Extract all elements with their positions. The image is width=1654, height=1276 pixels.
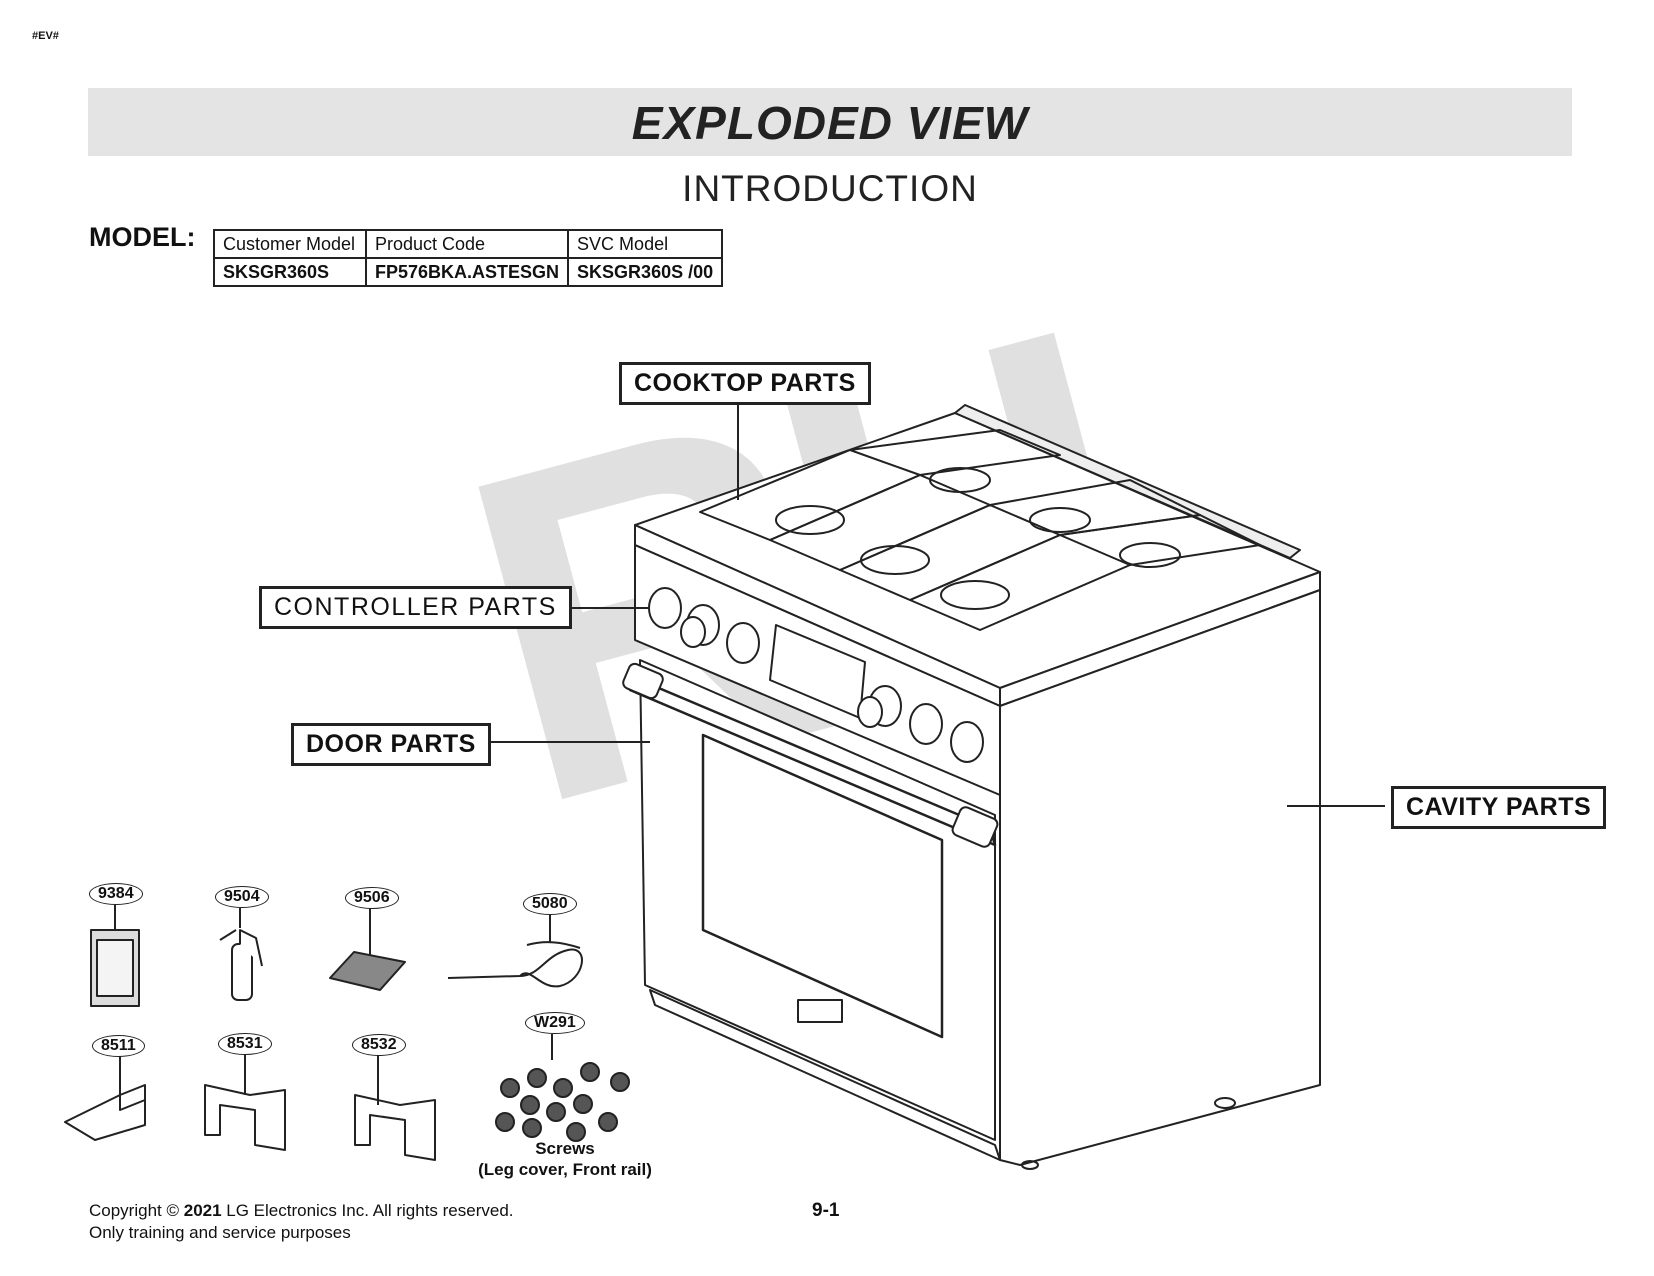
range-body [622, 404, 1321, 1170]
model-customer-value: SKSGR360S [213, 257, 367, 287]
part-5080-probe [447, 915, 583, 988]
part-8532-cover [354, 1055, 436, 1161]
part-number-8531[interactable]: 8531 [218, 1033, 272, 1055]
part-number-8511[interactable]: 8511 [92, 1035, 145, 1057]
model-label: MODEL: [89, 222, 196, 252]
part-9384-packet [90, 905, 140, 1007]
page-subtitle: INTRODUCTION [682, 168, 978, 209]
cavity-parts-label[interactable]: CAVITY PARTS [1391, 786, 1607, 829]
part-number-5080[interactable]: 5080 [523, 893, 577, 915]
screws-caption-detail: (Leg cover, Front rail) [478, 1160, 652, 1179]
usage-notice: Only training and service purposes [89, 1223, 351, 1242]
header-banner [88, 88, 1572, 156]
part-w291-screws [495, 1034, 630, 1142]
door-parts-label[interactable]: DOOR PARTS [291, 723, 491, 766]
controller-parts-label[interactable]: CONTROLLER PARTS [259, 586, 572, 629]
copyright-year: 2021 [183, 1201, 222, 1220]
part-number-9384[interactable]: 9384 [89, 883, 143, 905]
part-9504-sprayer [219, 908, 263, 1001]
model-col-product: Product Code [364, 229, 570, 259]
model-table-header-row: Customer Model Product Code SVC Model [213, 229, 724, 259]
model-product-value: FP576BKA.ASTESGN [364, 257, 570, 287]
model-col-customer: Customer Model [213, 229, 367, 259]
page-title: EXPLODED VIEW [631, 97, 1029, 149]
screws-caption: Screws (Leg cover, Front rail) [470, 1138, 660, 1180]
model-col-svc: SVC Model [567, 229, 724, 259]
cooktop-parts-label[interactable]: COOKTOP PARTS [619, 362, 871, 405]
copyright-prefix: Copyright © [89, 1201, 184, 1220]
model-table: Customer Model Product Code SVC Model SK… [213, 229, 724, 287]
copyright-notice: Copyright © 2021 LG Electronics Inc. All… [89, 1200, 514, 1244]
part-number-w291[interactable]: W291 [525, 1012, 585, 1034]
model-table-value-row: SKSGR360S FP576BKA.ASTESGN SKSGR360S /00 [213, 257, 724, 287]
page-number: 9-1 [812, 1200, 840, 1221]
part-8511-bracket [64, 1055, 146, 1141]
control-knobs [648, 587, 984, 763]
part-number-9504[interactable]: 9504 [215, 886, 269, 908]
model-svc-value: SKSGR360S /00 [567, 257, 724, 287]
cooktop-grates [699, 429, 1261, 631]
screws-caption-title: Screws [535, 1139, 595, 1158]
document-tag: #EV# [32, 30, 59, 42]
copyright-suffix: LG Electronics Inc. All rights reserved. [221, 1201, 514, 1220]
part-number-9506[interactable]: 9506 [345, 887, 399, 909]
part-8531-cover [204, 1055, 286, 1151]
part-9506-mat [329, 908, 406, 991]
part-number-8532[interactable]: 8532 [352, 1034, 406, 1056]
copyright-line: Copyright © 2021 LG Electronics Inc. All… [89, 1200, 514, 1222]
